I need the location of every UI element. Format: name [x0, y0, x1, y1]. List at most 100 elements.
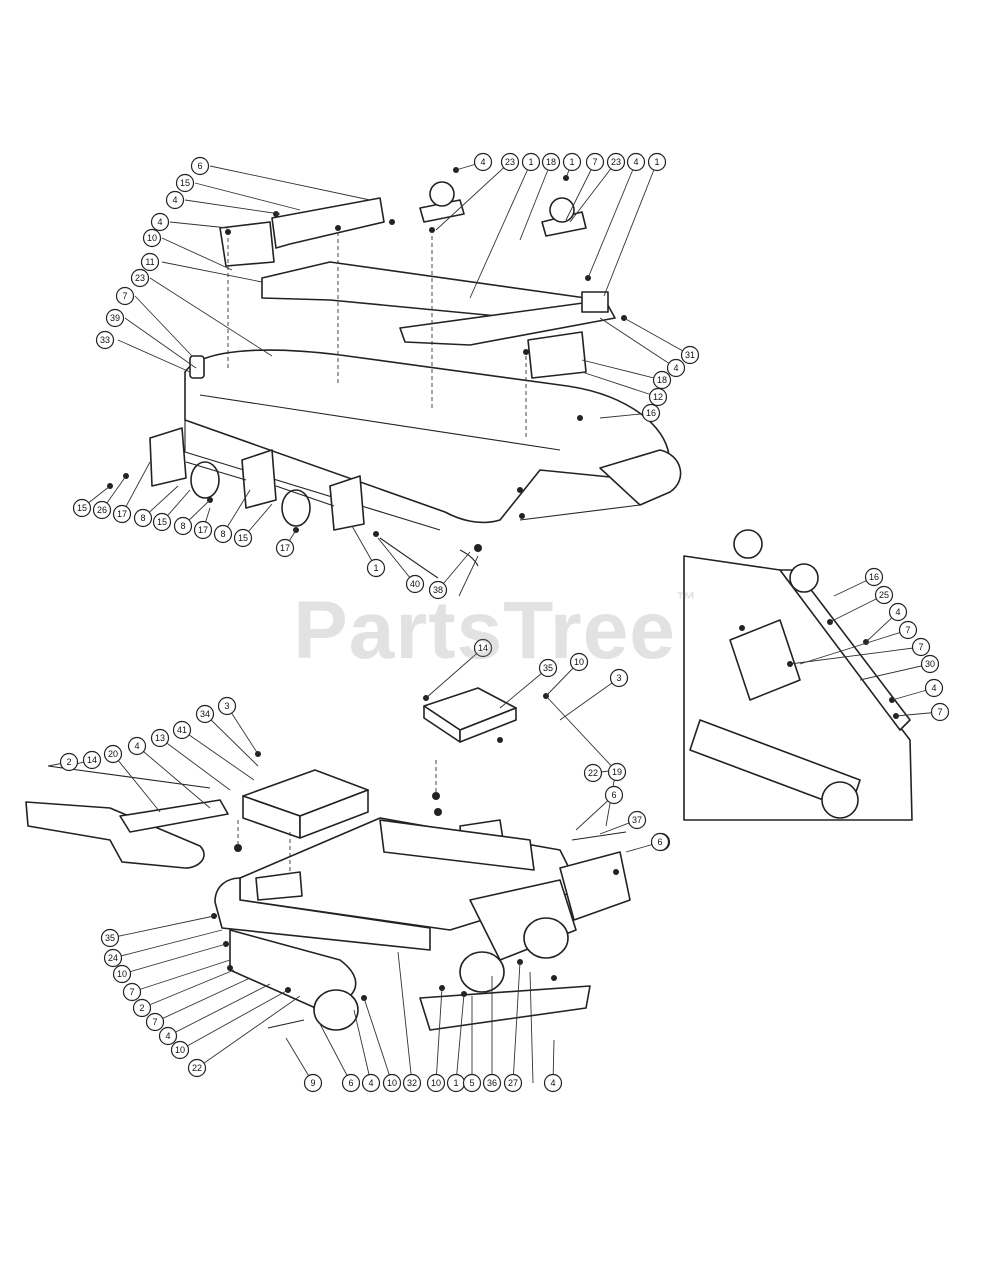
lift-rod	[379, 537, 479, 579]
callout-bubble	[112, 964, 132, 984]
callout-bubble	[627, 810, 647, 830]
callout-bubble	[648, 387, 668, 407]
callout-bubble	[103, 744, 123, 764]
callout-bubble	[641, 403, 661, 423]
callout-number: 1	[373, 563, 378, 573]
callout-number: 7	[152, 1017, 157, 1027]
shield-front	[459, 707, 517, 743]
callout-bubble	[898, 620, 918, 640]
callout-number: 4	[480, 157, 485, 167]
callout-bubble	[152, 512, 172, 532]
callout-bubble	[59, 752, 79, 772]
callout-bubble	[609, 668, 629, 688]
callout-number: 30	[925, 659, 935, 669]
callout-number: 17	[198, 525, 208, 535]
callout-number: 16	[869, 572, 879, 582]
callout-number: 4	[673, 363, 678, 373]
callout-bubble	[112, 504, 132, 524]
callouts-bottom: 1435103193344113420142622374635241072741…	[59, 638, 671, 1093]
callout-bubble	[607, 762, 627, 782]
callout-bubble	[170, 1040, 190, 1060]
callout-bubble	[930, 702, 950, 722]
callout-bubble	[105, 308, 125, 328]
callout-bubble	[361, 1073, 381, 1093]
callout-number: 39	[110, 313, 120, 323]
callout-number: 41	[177, 725, 187, 735]
callout-number: 17	[280, 543, 290, 553]
left-bracket	[271, 197, 385, 249]
callout-bubble	[569, 652, 589, 672]
callout-bubble	[604, 785, 624, 805]
callout-number: 20	[108, 749, 118, 759]
callout-number: 7	[905, 625, 910, 635]
callout-bubble	[473, 152, 493, 172]
callout-number: 10	[175, 1045, 185, 1055]
callout-number: 4	[157, 217, 162, 227]
callout-bubble	[482, 1073, 502, 1093]
callout-bubble	[541, 152, 561, 172]
callout-bubble	[888, 602, 908, 622]
mower-deck-shell	[184, 349, 670, 524]
callout-number: 8	[140, 513, 145, 523]
callout-number: 23	[135, 273, 145, 283]
callout-number: 27	[508, 1078, 518, 1088]
chute-bracket	[119, 799, 229, 833]
right-wheel	[459, 951, 505, 993]
callout-number: 33	[100, 335, 110, 345]
callout-number: 15	[157, 517, 167, 527]
callout-number: 4	[895, 607, 900, 617]
callout-bubble	[195, 704, 215, 724]
front-roller-bracket-1	[149, 427, 187, 487]
callout-bubble	[650, 832, 670, 852]
callout-number: 4	[165, 1031, 170, 1041]
rear-lift-bracket	[559, 851, 631, 921]
callout-bubble	[647, 152, 667, 172]
callout-bubble	[462, 1073, 482, 1093]
carrier-box-front	[299, 789, 369, 839]
callout-bubble	[213, 524, 233, 544]
top-deck-assembly	[107, 167, 682, 579]
callout-bubble	[217, 696, 237, 716]
chute-rod	[47, 765, 211, 789]
inset-wheel-top	[733, 529, 763, 559]
roller-1	[190, 461, 220, 499]
hanger-bar	[379, 819, 535, 871]
callout-number: 36	[487, 1078, 497, 1088]
rear-wheel	[523, 917, 569, 959]
callout-number: 40	[410, 579, 420, 589]
callout-number: 12	[653, 392, 663, 402]
callout-bubble	[543, 1073, 563, 1093]
callout-bubble	[100, 928, 120, 948]
callout-number: 6	[348, 1078, 353, 1088]
callout-number: 14	[87, 755, 97, 765]
callout-number: 4	[550, 1078, 555, 1088]
callout-number: 10	[387, 1078, 397, 1088]
callout-bubble	[132, 998, 152, 1018]
inset-wheel-bottom	[821, 781, 859, 819]
callout-number: 1	[569, 157, 574, 167]
callout-number: 34	[200, 709, 210, 719]
callout-number: 4	[172, 195, 177, 205]
callout-number: 16	[646, 408, 656, 418]
callout-number: 10	[431, 1078, 441, 1088]
callout-number: 15	[180, 178, 190, 188]
callout-number: 11	[145, 257, 154, 267]
bearing-2	[549, 197, 575, 223]
callout-number: 13	[155, 733, 165, 743]
callout-number: 1	[528, 157, 533, 167]
callout-number: 4	[931, 683, 936, 693]
callout-bubble	[172, 720, 192, 740]
callout-bubble	[583, 763, 603, 783]
callout-number: 6	[611, 790, 616, 800]
left-wheel	[313, 989, 359, 1031]
callout-number: 10	[147, 233, 157, 243]
callout-number: 7	[592, 157, 597, 167]
callout-number: 17	[117, 509, 127, 519]
spring-top	[189, 355, 205, 379]
callout-number: 2	[139, 1003, 144, 1013]
callout-number: 3	[616, 673, 621, 683]
callout-number: 1	[453, 1078, 458, 1088]
right-pin	[571, 831, 627, 841]
bearing-1	[429, 181, 455, 207]
